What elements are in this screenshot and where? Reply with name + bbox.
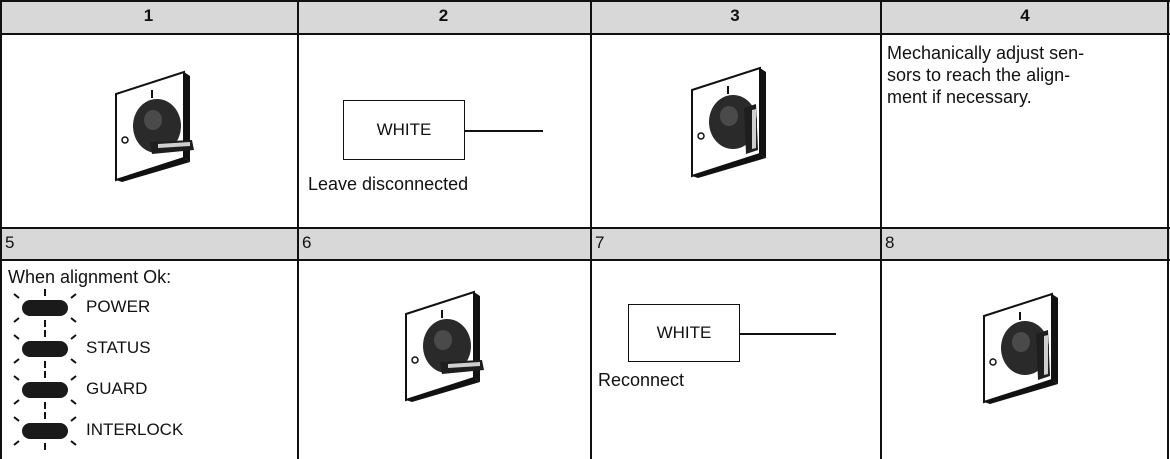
step5-intro: When alignment Ok: <box>8 267 172 287</box>
header-step-5: 5 <box>0 227 297 260</box>
header-step-6: 6 <box>297 227 590 260</box>
step7-caption: Reconnect <box>598 370 685 390</box>
grid-line <box>590 0 592 459</box>
header-step-7: 7 <box>590 227 880 260</box>
blinking-led-icon <box>13 371 77 409</box>
rotary-switch-horizontal-icon <box>405 290 484 402</box>
step2-caption: Leave disconnected <box>308 174 469 194</box>
wire-line <box>465 130 543 132</box>
led-status: STATUS <box>10 329 290 369</box>
rotary-switch-vertical-icon <box>691 66 766 178</box>
header-step-4: 4 <box>880 0 1170 33</box>
header-step-3: 3 <box>590 0 880 33</box>
grid-line <box>0 259 1170 261</box>
grid-line <box>0 227 1170 229</box>
grid-line <box>0 0 1170 2</box>
grid-line <box>880 0 882 459</box>
led-guard: GUARD <box>10 370 290 410</box>
step4-line-2: sors to reach the align- <box>887 65 1071 85</box>
led-power: POWER <box>10 288 290 328</box>
blinking-led-icon <box>13 412 77 450</box>
grid-line <box>297 0 299 459</box>
white-wire-box: WHITE <box>628 304 740 362</box>
led-interlock: INTERLOCK <box>10 411 290 451</box>
white-wire-box: WHITE <box>343 100 465 160</box>
led-label-power: POWER <box>86 297 151 316</box>
blinking-led-icon <box>13 330 77 368</box>
step4-line-1: Mechanically adjust sen- <box>887 43 1085 63</box>
rotary-switch-horizontal-icon <box>115 70 194 182</box>
led-label-guard: GUARD <box>86 379 148 398</box>
header-step-8: 8 <box>880 227 1170 260</box>
grid-line <box>0 33 1170 35</box>
header-step-2: 2 <box>297 0 590 33</box>
led-label-interlock: INTERLOCK <box>86 420 184 439</box>
grid-line <box>1167 0 1169 459</box>
wire-line <box>740 333 836 335</box>
blinking-led-icon <box>13 289 77 327</box>
grid-line <box>0 0 2 459</box>
step4-line-3: ment if necessary. <box>887 87 1032 107</box>
led-label-status: STATUS <box>86 338 151 357</box>
header-step-1: 1 <box>0 0 297 33</box>
rotary-switch-vertical-icon <box>983 292 1058 404</box>
